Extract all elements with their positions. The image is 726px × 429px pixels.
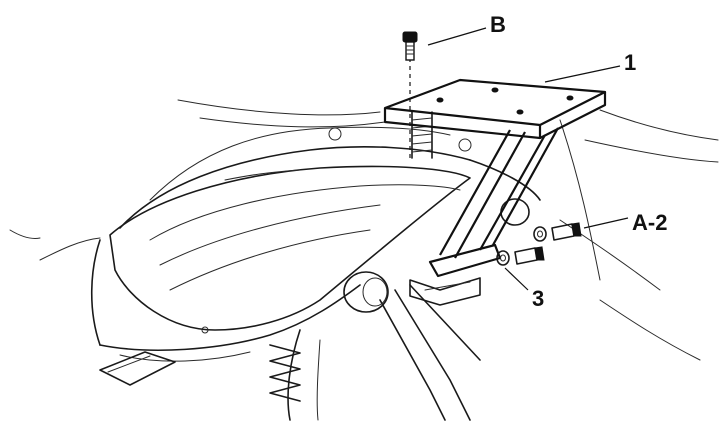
callout-b: B [490,12,506,37]
bolt-b [402,31,418,61]
mounting-post [411,111,433,159]
leader-a2 [583,217,629,229]
leader-1 [544,65,621,83]
motorcycle-rear-sketch [9,99,719,421]
carrier-rack-part-1 [383,78,607,278]
callout-a-2: A-2 [632,210,667,235]
leader-3 [504,267,529,291]
bolts-a-2 [496,222,582,266]
leader-b [427,27,487,46]
callout-1: 1 [624,50,636,75]
callout-3: 3 [532,286,544,311]
